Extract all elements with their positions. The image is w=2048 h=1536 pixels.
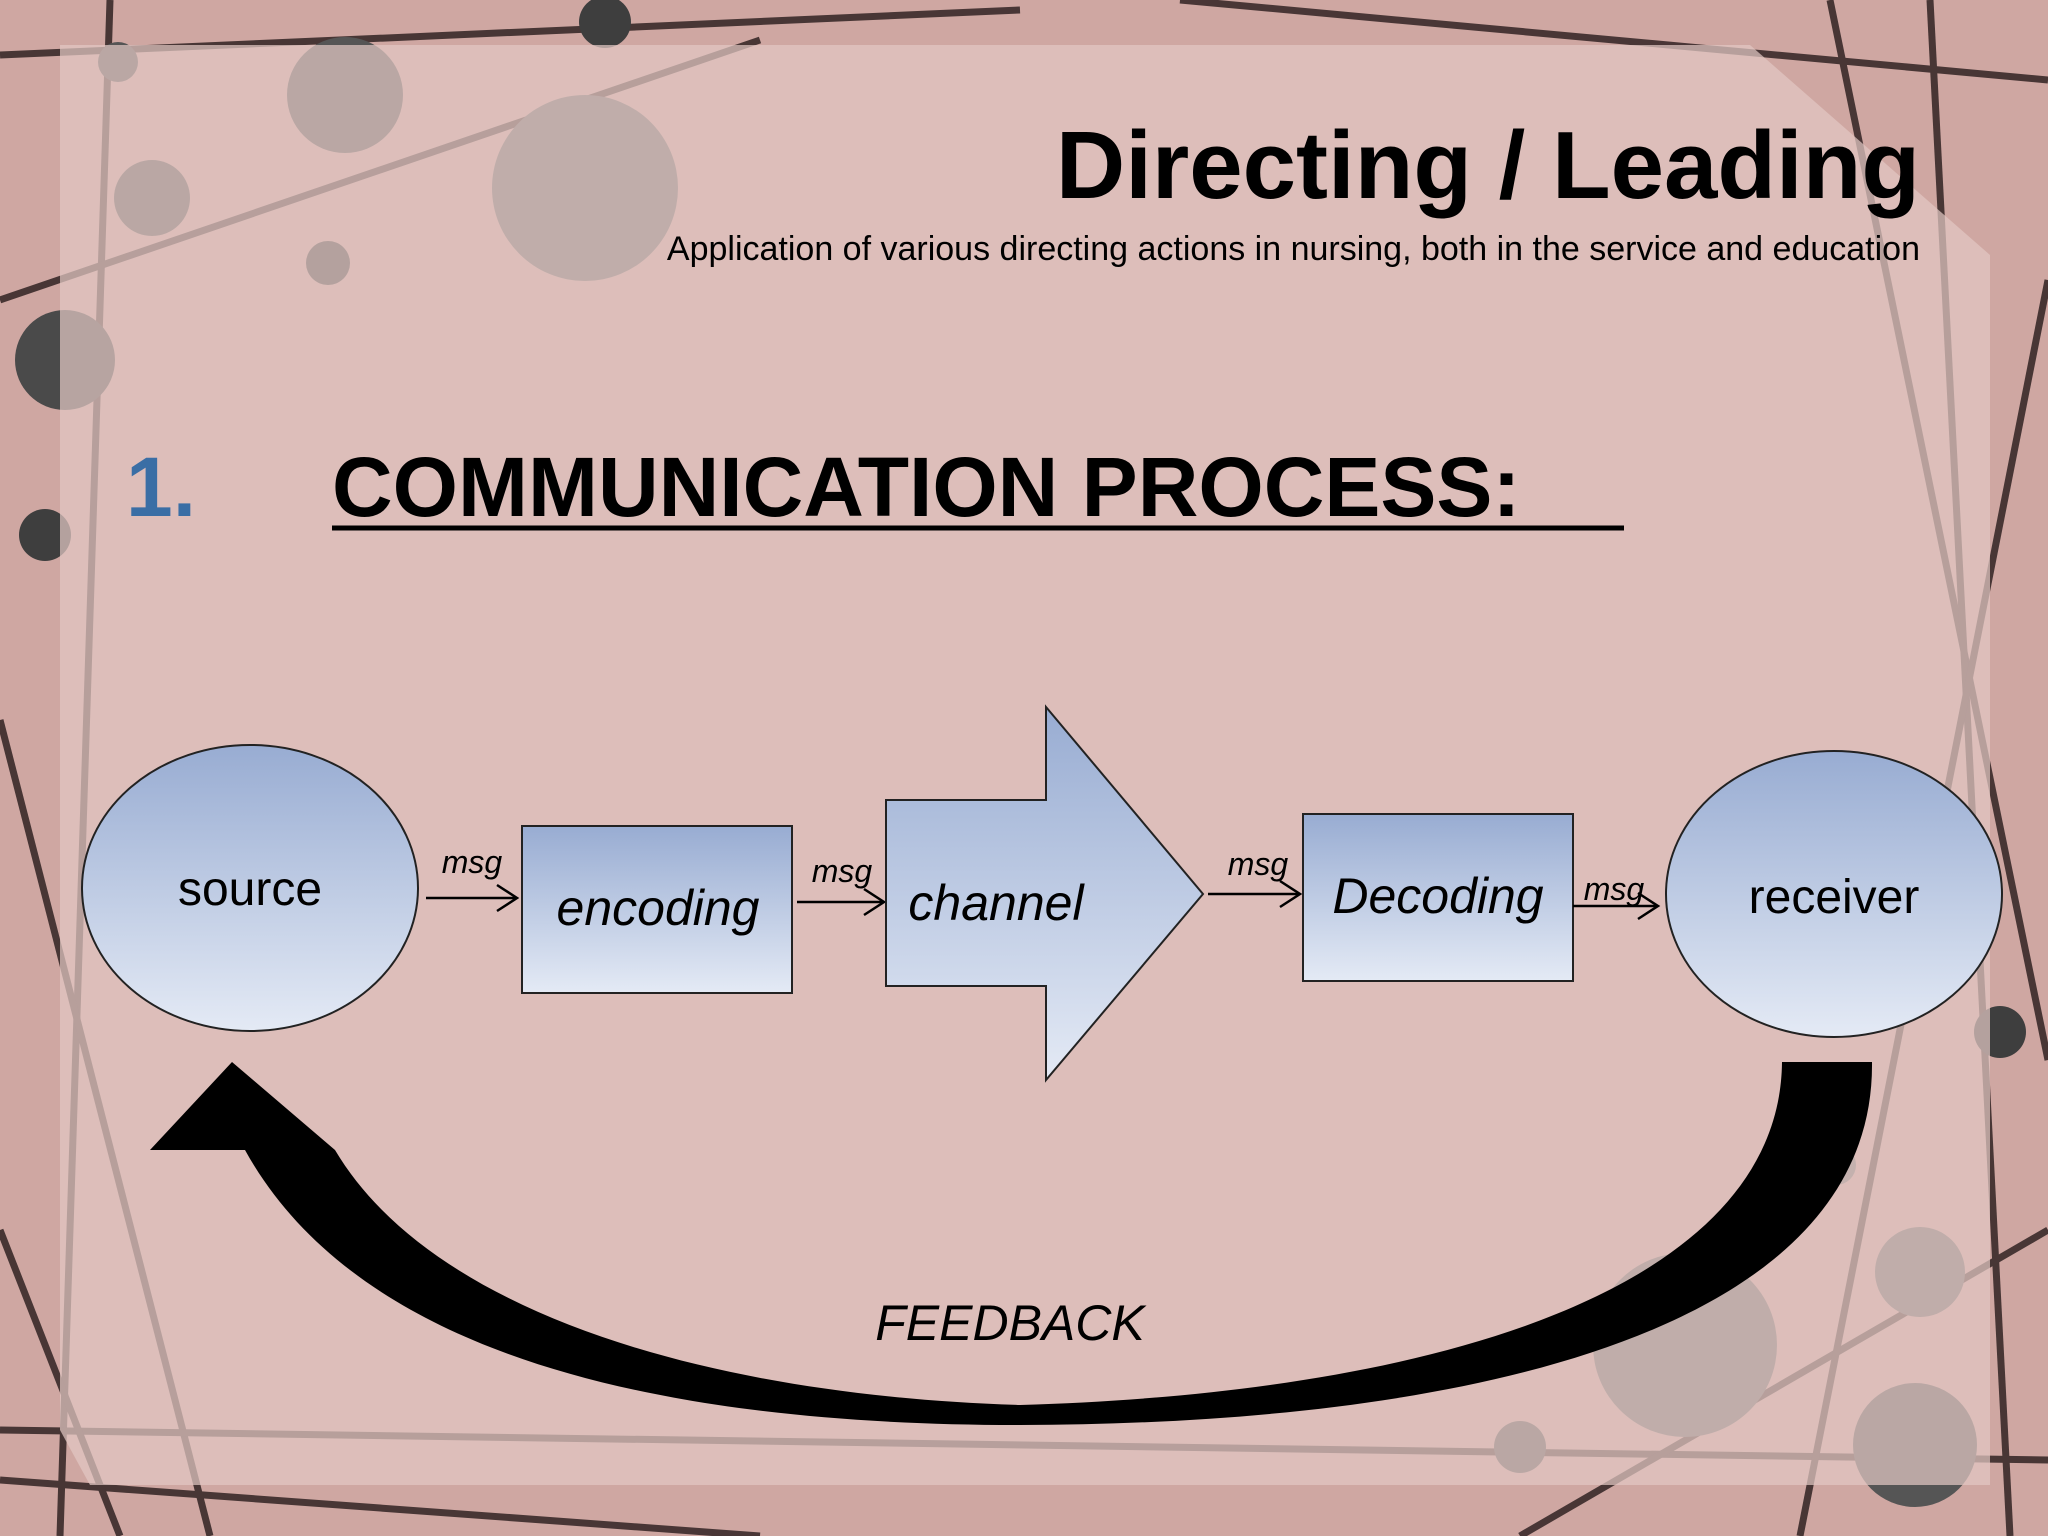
slide-subtitle: Application of various directing actions… [667, 230, 1920, 268]
section-number: 1. [126, 440, 196, 534]
edge-decoding-receiver-label: msg [1584, 871, 1645, 907]
channel-block-arrow [885, 704, 1205, 1083]
source-label: source [178, 863, 322, 916]
feedback-label: FEEDBACK [875, 1295, 1147, 1351]
edge-decoding-receiver: msg [1573, 871, 1661, 921]
node-encoding: encoding [521, 825, 793, 994]
content-panel [60, 45, 1990, 1485]
node-receiver: receiver [1665, 750, 2003, 1038]
encoding-label: encoding [557, 880, 760, 936]
feedback-arrow [150, 1062, 1873, 1425]
source-ellipse [81, 744, 419, 1032]
edge-encoding-channel-label: msg [812, 853, 873, 889]
node-channel: channel [885, 704, 1205, 1083]
edge-source-encoding: msg [426, 844, 520, 913]
edge-channel-decoding-label: msg [1228, 846, 1289, 882]
node-decoding: Decoding [1302, 813, 1574, 982]
slide-title: Directing / Leading [1056, 112, 1920, 219]
edge-encoding-channel: msg [797, 853, 887, 917]
receiver-label: receiver [1749, 871, 1920, 924]
node-source: source [81, 744, 419, 1032]
channel-label: channel [908, 875, 1085, 931]
section-heading: COMMUNICATION PROCESS: [332, 440, 1520, 534]
edge-source-encoding-label: msg [442, 844, 503, 880]
receiver-ellipse [1665, 750, 2003, 1038]
decoding-label: Decoding [1332, 868, 1543, 924]
decoding-box [1302, 813, 1574, 982]
edge-channel-decoding: msg [1208, 846, 1303, 909]
encoding-box [521, 825, 793, 994]
